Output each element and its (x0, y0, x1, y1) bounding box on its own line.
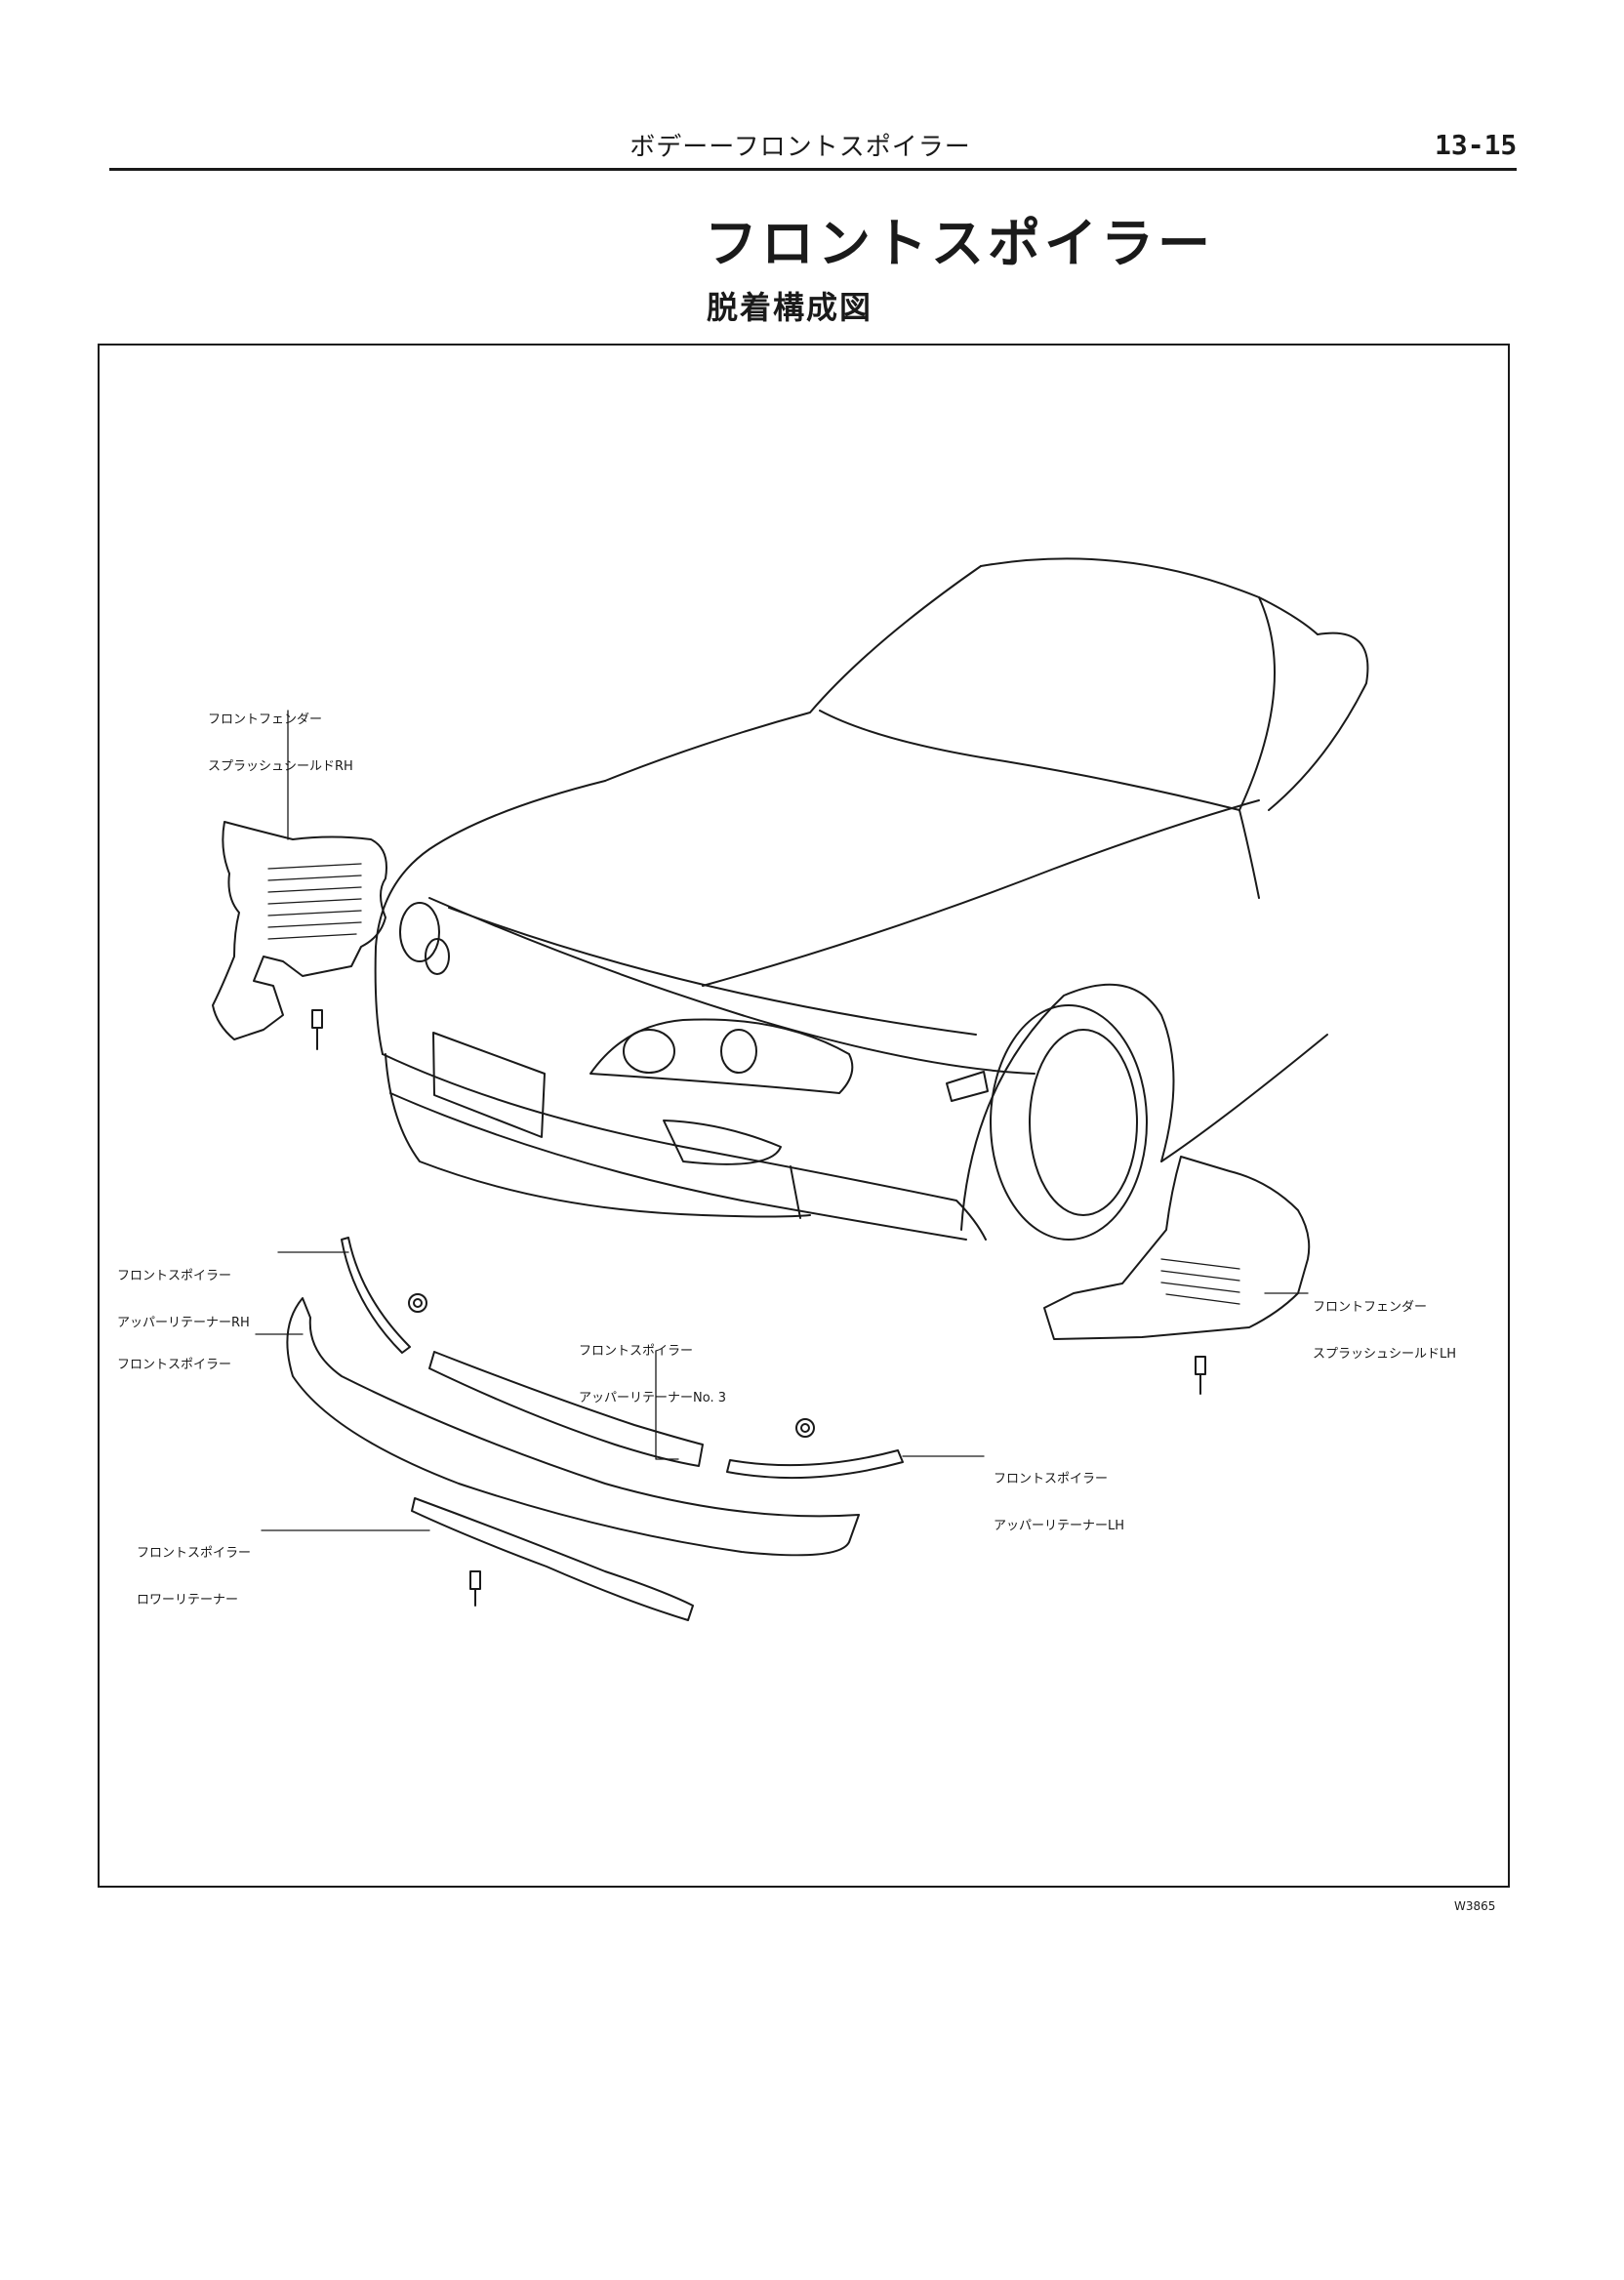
callout-fender-shield-lh: フロントフェンダー スプラッシュシールドLH (1313, 1269, 1456, 1378)
callout-line: フロントフェンダー (1313, 1300, 1428, 1315)
page-subtitle: 脱着構成図 (707, 289, 873, 326)
upper-retainer-no3-part (428, 1351, 704, 1467)
page-number: 13-15 (1435, 129, 1518, 161)
callout-fender-shield-rh: フロントフェンダー スプラッシュシールドRH (208, 681, 353, 791)
leader-lines (255, 710, 1309, 1531)
car-body-illustration (374, 557, 1369, 1241)
callout-upper-retainer-lh: フロントスポイラー アッパーリテーナーLH (994, 1441, 1124, 1550)
callout-line: アッパーリテーナーRH (117, 1316, 250, 1330)
callout-line: フロントスポイラー (579, 1344, 694, 1359)
callout-line: ロワーリテーナー (137, 1593, 239, 1608)
clip-icon (408, 1293, 427, 1313)
figure-code: W3865 (1454, 1899, 1496, 1913)
upper-retainer-rh-part (341, 1237, 411, 1354)
callout-line: フロントスポイラー (117, 1269, 232, 1283)
screw-icon (311, 1009, 323, 1050)
callout-line: スプラッシュシールドRH (208, 759, 353, 774)
screw-icon (1195, 1356, 1206, 1395)
section-title: ボデーーフロントスポイラー (629, 133, 971, 162)
callout-upper-retainer-rh: フロントスポイラー アッパーリテーナーRH (117, 1238, 250, 1347)
clip-icon (795, 1418, 815, 1438)
callout-upper-retainer-no3: フロントスポイラー アッパーリテーナーNo. 3 (579, 1313, 726, 1422)
callout-line: フロントフェンダー (208, 712, 323, 727)
diagram-frame (98, 344, 1510, 1888)
callout-front-spoiler: フロントスポイラー (117, 1326, 231, 1389)
callout-line: スプラッシュシールドLH (1313, 1347, 1457, 1362)
callout-line: フロントスポイラー (137, 1546, 252, 1561)
callout-line: フロントスポイラー (994, 1472, 1109, 1486)
callout-line: アッパーリテーナーLH (994, 1519, 1125, 1533)
callout-line: フロントスポイラー (117, 1358, 232, 1372)
lower-retainer-part (411, 1497, 694, 1621)
upper-retainer-lh-part (726, 1449, 904, 1480)
screw-icon (469, 1570, 481, 1607)
header-rule (109, 168, 1517, 171)
fender-splash-shield-lh-part (1043, 1156, 1311, 1395)
callout-line: アッパーリテーナーNo. 3 (579, 1391, 726, 1405)
page-title: フロントスポイラー (705, 213, 1214, 274)
front-spoiler-part (286, 1297, 860, 1557)
callout-lower-retainer: フロントスポイラー ロワーリテーナー (137, 1515, 251, 1624)
fender-splash-shield-rh-part (212, 821, 387, 1050)
